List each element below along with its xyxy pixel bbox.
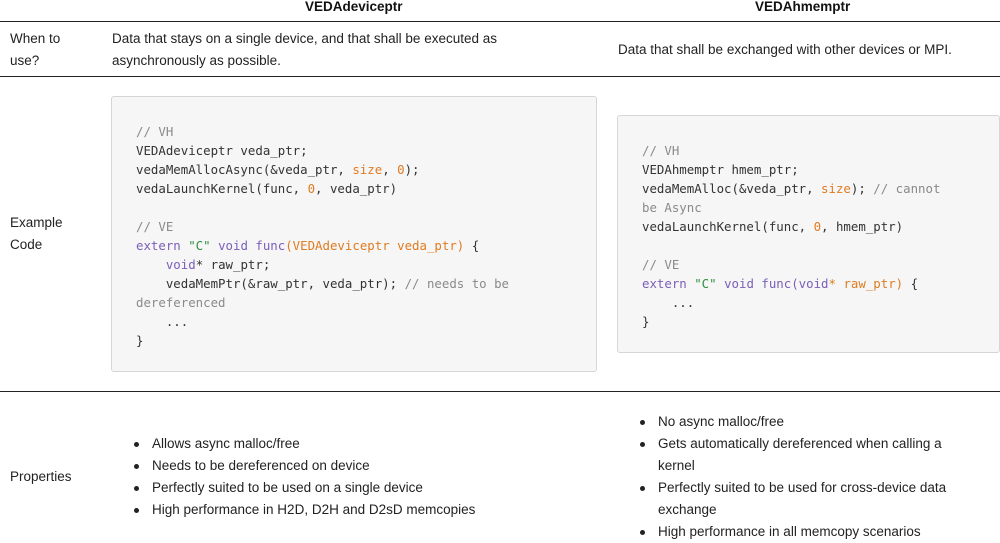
code-line: // VE	[642, 257, 679, 272]
code-token: func	[761, 276, 792, 291]
code-token: vedaLaunchKernel(func,	[136, 181, 308, 196]
code-token: void	[210, 238, 256, 253]
code-line: VEDAhmemptr hmem_ptr;	[642, 162, 799, 177]
row-label-when: When to use?	[10, 28, 60, 72]
code-block-vedadeviceptr: // VH VEDAdeviceptr veda_ptr; vedaMemAll…	[111, 96, 597, 372]
code-token: "C"	[188, 238, 211, 253]
code-token: * raw_ptr;	[195, 257, 271, 272]
code-token: 0	[307, 181, 316, 196]
code-token: (VEDAdeviceptr veda_ptr)	[285, 238, 465, 253]
row-divider-1	[0, 76, 1000, 77]
code-token: (void	[791, 276, 829, 291]
code-token: be Async	[642, 200, 702, 215]
code-line: vedaLaunchKernel(func, 0, veda_ptr)	[136, 181, 397, 196]
when-col1: Data that stays on a single device, and …	[112, 28, 497, 72]
row-label-properties: Properties	[10, 469, 72, 484]
code-line: extern "C" void func(VEDAdeviceptr veda_…	[136, 238, 479, 253]
code-block-vedahmemptr: // VH VEDAhmemptr hmem_ptr; vedaMemAlloc…	[617, 115, 1000, 353]
property-item: Needs to be dereferenced on device	[132, 455, 572, 477]
code-line: extern "C" void func(void* raw_ptr) {	[642, 276, 918, 291]
code-token: );	[850, 181, 874, 196]
code-token: VEDAdeviceptr veda_ptr;	[136, 143, 308, 158]
code-token: }	[136, 333, 144, 348]
code-line: vedaMemAlloc(&veda_ptr, size); // cannot	[642, 181, 940, 196]
code-line: ...	[136, 314, 188, 329]
code-line: VEDAdeviceptr veda_ptr;	[136, 143, 308, 158]
property-item: Perfectly suited to be used for cross-de…	[638, 477, 968, 521]
code-line: ...	[642, 295, 694, 310]
code-token: // VE	[136, 219, 174, 234]
code-token: // VH	[136, 124, 174, 139]
row-label-when-line2: use?	[10, 53, 40, 68]
property-item: Allows async malloc/free	[132, 433, 572, 455]
code-token: {	[464, 238, 480, 253]
code-token: , hmem_ptr)	[821, 219, 904, 234]
row-label-example-line2: Code	[10, 237, 43, 252]
code-line: }	[136, 333, 143, 348]
row-divider-2	[0, 391, 1000, 392]
code-token: size	[352, 162, 383, 177]
code-token: extern	[136, 238, 189, 253]
code-token: void	[716, 276, 762, 291]
code-token: "C"	[694, 276, 717, 291]
code-token: size	[821, 181, 851, 196]
code-token: , veda_ptr)	[315, 181, 398, 196]
property-item: No async malloc/free	[638, 411, 968, 433]
code-line: be Async	[642, 200, 702, 215]
code-token: func	[255, 238, 286, 253]
code-line: vedaMemAllocAsync(&veda_ptr, size, 0);	[136, 162, 420, 177]
code-line: }	[642, 314, 649, 329]
code-token: * raw_ptr)	[828, 276, 904, 291]
when-col1-line1: Data that stays on a single device, and …	[112, 31, 497, 46]
header-vedadeviceptr: VEDAdeviceptr	[305, 0, 403, 14]
property-item: Gets automatically dereferenced when cal…	[638, 433, 968, 477]
code-token: // VE	[642, 257, 680, 272]
code-token: {	[903, 276, 919, 291]
code-token: ,	[382, 162, 398, 177]
property-item: Perfectly suited to be used on a single …	[132, 477, 572, 499]
code-line: void* raw_ptr;	[136, 257, 270, 272]
code-token: ...	[642, 295, 695, 310]
code-token: vedaLaunchKernel(func,	[642, 219, 814, 234]
code-token: }	[642, 314, 650, 329]
code-line: vedaLaunchKernel(func, 0, hmem_ptr)	[642, 219, 903, 234]
code-token: dereferenced	[136, 295, 226, 310]
code-token: vedaMemAllocAsync(&veda_ptr,	[136, 162, 353, 177]
code-line: // VE	[136, 219, 173, 234]
code-line: // VH	[136, 124, 173, 139]
code-token: extern	[642, 276, 695, 291]
row-label-example-line1: Example	[10, 215, 63, 230]
code-token	[136, 257, 166, 272]
code-token: vedaMemPtr(&raw_ptr, veda_ptr);	[136, 276, 405, 291]
code-token: 0	[813, 219, 822, 234]
code-token: VEDAhmemptr hmem_ptr;	[642, 162, 799, 177]
row-label-when-line1: When to	[10, 31, 61, 46]
header-vedahmemptr: VEDAhmemptr	[755, 0, 851, 14]
code-token: // cannot	[873, 181, 941, 196]
code-token: 0	[397, 162, 405, 177]
row-label-example: Example Code	[10, 212, 63, 256]
code-token: vedaMemAlloc(&veda_ptr,	[642, 181, 822, 196]
code-token: void	[165, 257, 196, 272]
property-item: High performance in H2D, D2H and D2sD me…	[132, 499, 572, 521]
code-line: dereferenced	[136, 295, 226, 310]
code-token: // needs to be	[404, 276, 509, 291]
when-col2: Data that shall be exchanged with other …	[618, 42, 952, 57]
property-item: High performance in all memcopy scenario…	[638, 521, 968, 543]
header-divider	[0, 21, 1000, 22]
code-token: // VH	[642, 143, 680, 158]
code-line: vedaMemPtr(&raw_ptr, veda_ptr); // needs…	[136, 276, 509, 291]
code-line: // VH	[642, 143, 679, 158]
code-token: ...	[136, 314, 189, 329]
when-col1-line2: asynchronously as possible.	[112, 53, 281, 68]
code-token: );	[404, 162, 420, 177]
